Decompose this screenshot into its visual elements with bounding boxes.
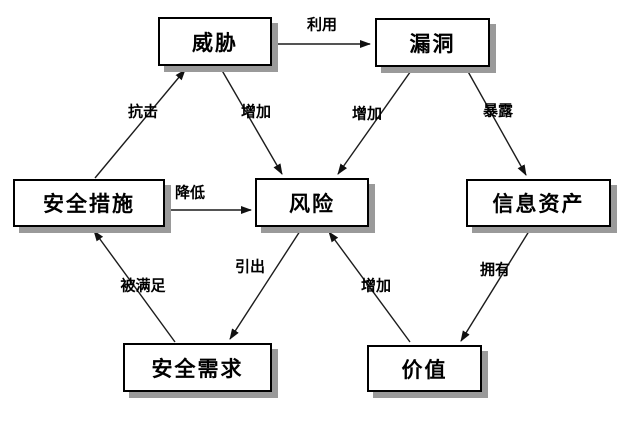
edge-expose-line <box>465 67 527 176</box>
node-value: 价值 <box>367 345 482 392</box>
edge-increase-threat-line <box>219 66 283 175</box>
edge-resist-line <box>94 69 186 179</box>
edge-label-increase-value: 增加 <box>360 277 392 295</box>
edge-label-reduce: 降低 <box>174 184 206 202</box>
edge-label-satisfied: 被满足 <box>120 277 166 295</box>
edge-label-resist: 抗击 <box>127 103 159 121</box>
edge-label-exploit: 利用 <box>306 16 338 34</box>
node-information-assets: 信息资产 <box>466 179 611 227</box>
node-security-requirements: 安全需求 <box>123 343 272 392</box>
edge-label-increase-vuln: 增加 <box>351 105 383 123</box>
edge-label-possess: 拥有 <box>479 261 511 279</box>
edge-label-lead-to: 引出 <box>234 258 266 276</box>
edge-label-increase-threat: 增加 <box>240 103 272 121</box>
edge-increase-vuln-line <box>337 67 414 175</box>
node-risk: 风险 <box>255 178 369 227</box>
node-threat: 威胁 <box>158 17 272 66</box>
edge-satisfied-line <box>93 230 176 343</box>
edge-possess-line <box>460 227 532 342</box>
edge-increase-value-line <box>328 231 411 343</box>
edge-label-expose: 暴露 <box>482 102 514 120</box>
edge-leadto-line <box>229 227 303 340</box>
node-security-measures: 安全措施 <box>13 179 165 227</box>
node-vulnerability: 漏洞 <box>375 18 490 67</box>
